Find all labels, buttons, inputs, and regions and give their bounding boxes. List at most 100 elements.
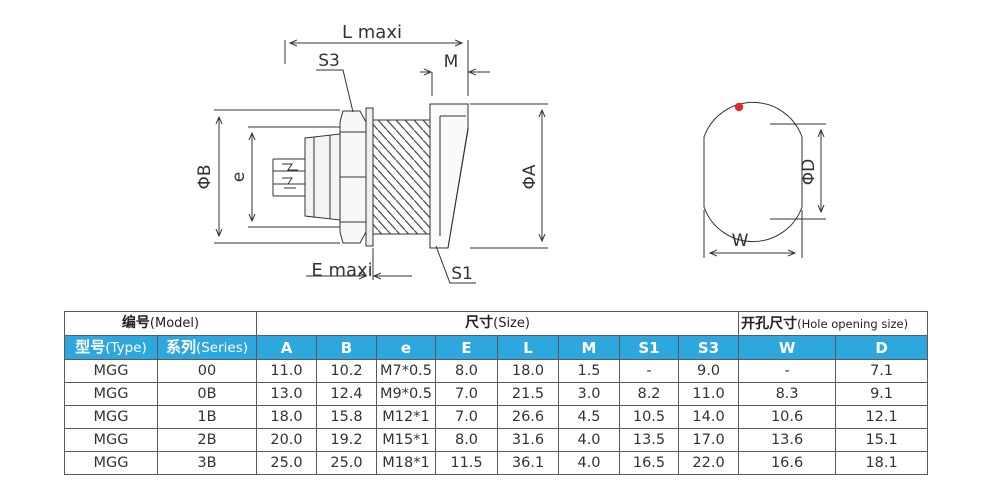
rear-body <box>304 133 341 221</box>
cell-e-thread: M15*1 <box>376 428 436 452</box>
side-view <box>272 103 469 249</box>
label-s3: S3 <box>318 51 340 71</box>
dimension-labels: L maxi M S3 ΦB e ΦA E maxi S1 <box>195 22 540 284</box>
cell-m: 4.0 <box>558 428 620 452</box>
dimension-lines <box>214 40 548 284</box>
cell-l: 36.1 <box>497 451 559 475</box>
header-s1: S1 <box>619 335 679 360</box>
column-header-row: 型号(Type) 系列(Series) A B e E L M S1 S3 W … <box>64 335 929 360</box>
group-hole-opening: 开孔尺寸(Hole opening size) <box>738 311 929 336</box>
label-phi-b: ΦB <box>195 164 215 189</box>
orientation-marker <box>734 102 744 112</box>
header-series: 系列(Series) <box>157 335 257 360</box>
cell-e-length: 8.0 <box>435 428 498 452</box>
label-phi-d: ΦD <box>799 159 819 185</box>
header-l: L <box>497 335 559 360</box>
cell-b: 12.4 <box>316 382 377 406</box>
cell-l: 21.5 <box>497 382 559 406</box>
group-model: 编号(Model) <box>64 311 257 336</box>
cell-l: 31.6 <box>497 428 559 452</box>
label-l-maxi: L maxi <box>342 22 402 43</box>
cell-s3: 9.0 <box>677 359 740 383</box>
cell-w: 10.6 <box>738 405 837 429</box>
label-m: M <box>444 52 459 72</box>
header-m: M <box>558 335 620 360</box>
header-type: 型号(Type) <box>64 335 158 360</box>
cell-type: MGG <box>64 405 158 429</box>
cell-l: 26.6 <box>497 405 559 429</box>
cell-s3: 14.0 <box>677 405 740 429</box>
cell-b: 25.0 <box>316 451 377 475</box>
cell-w: 8.3 <box>738 382 837 406</box>
hole-opening-view <box>703 101 826 258</box>
cell-a: 20.0 <box>256 428 317 452</box>
header-e-length: E <box>435 335 498 360</box>
cell-a: 13.0 <box>256 382 317 406</box>
cell-e-length: 7.0 <box>435 382 498 406</box>
cell-s1: 8.2 <box>619 382 679 406</box>
label-s1: S1 <box>451 264 473 284</box>
connector-technical-drawing: L maxi M S3 ΦB e ΦA E maxi S1 ΦD W <box>195 22 826 284</box>
cell-a: 18.0 <box>256 405 317 429</box>
label-w: W <box>732 231 749 251</box>
cell-e-length: 11.5 <box>435 451 498 475</box>
washer <box>365 107 374 247</box>
cell-m: 3.0 <box>558 382 620 406</box>
cell-series: 1B <box>157 405 257 429</box>
header-e-thread: e <box>376 335 436 360</box>
cell-type: MGG <box>64 359 158 383</box>
cell-m: 4.0 <box>558 451 620 475</box>
spec-table: 编号(Model) 尺寸(Size) 开孔尺寸(Hole opening siz… <box>64 311 929 475</box>
cell-s1: 10.5 <box>619 405 679 429</box>
cell-d: 9.1 <box>835 382 929 406</box>
hole-outline <box>703 101 803 243</box>
header-d: D <box>835 335 929 360</box>
cell-m: 4.5 <box>558 405 620 429</box>
cell-s3: 11.0 <box>677 382 740 406</box>
cell-s3: 22.0 <box>677 451 740 475</box>
cell-type: MGG <box>64 451 158 475</box>
cell-w: 16.6 <box>738 451 837 475</box>
threaded-body <box>372 119 431 235</box>
label-phi-a: ΦA <box>520 164 540 189</box>
label-e: e <box>229 172 249 182</box>
cell-series: 2B <box>157 428 257 452</box>
cell-series: 0B <box>157 382 257 406</box>
cell-b: 15.8 <box>316 405 377 429</box>
cell-a: 25.0 <box>256 451 317 475</box>
header-w: W <box>738 335 837 360</box>
cell-a: 11.0 <box>256 359 317 383</box>
cell-l: 18.0 <box>497 359 559 383</box>
cell-series: 3B <box>157 451 257 475</box>
cell-w: - <box>738 359 837 383</box>
cell-b: 19.2 <box>316 428 377 452</box>
cell-s1: 13.5 <box>619 428 679 452</box>
cell-w: 13.6 <box>738 428 837 452</box>
cell-e-thread: M9*0.5 <box>376 382 436 406</box>
rear-pins <box>272 158 305 197</box>
cell-d: 15.1 <box>835 428 929 452</box>
cell-type: MGG <box>64 428 158 452</box>
cell-d: 12.1 <box>835 405 929 429</box>
cell-e-thread: M7*0.5 <box>376 359 436 383</box>
cell-d: 7.1 <box>835 359 929 383</box>
cell-e-length: 8.0 <box>435 359 498 383</box>
cell-d: 18.1 <box>835 451 929 475</box>
cell-e-thread: M18*1 <box>376 451 436 475</box>
header-b: B <box>316 335 377 360</box>
cell-series: 00 <box>157 359 257 383</box>
cell-e-length: 7.0 <box>435 405 498 429</box>
group-size: 尺寸(Size) <box>255 311 740 336</box>
front-flange <box>429 103 469 249</box>
cell-s1: - <box>619 359 679 383</box>
header-s3: S3 <box>677 335 740 360</box>
header-a: A <box>256 335 317 360</box>
cell-s1: 16.5 <box>619 451 679 475</box>
cell-m: 1.5 <box>558 359 620 383</box>
